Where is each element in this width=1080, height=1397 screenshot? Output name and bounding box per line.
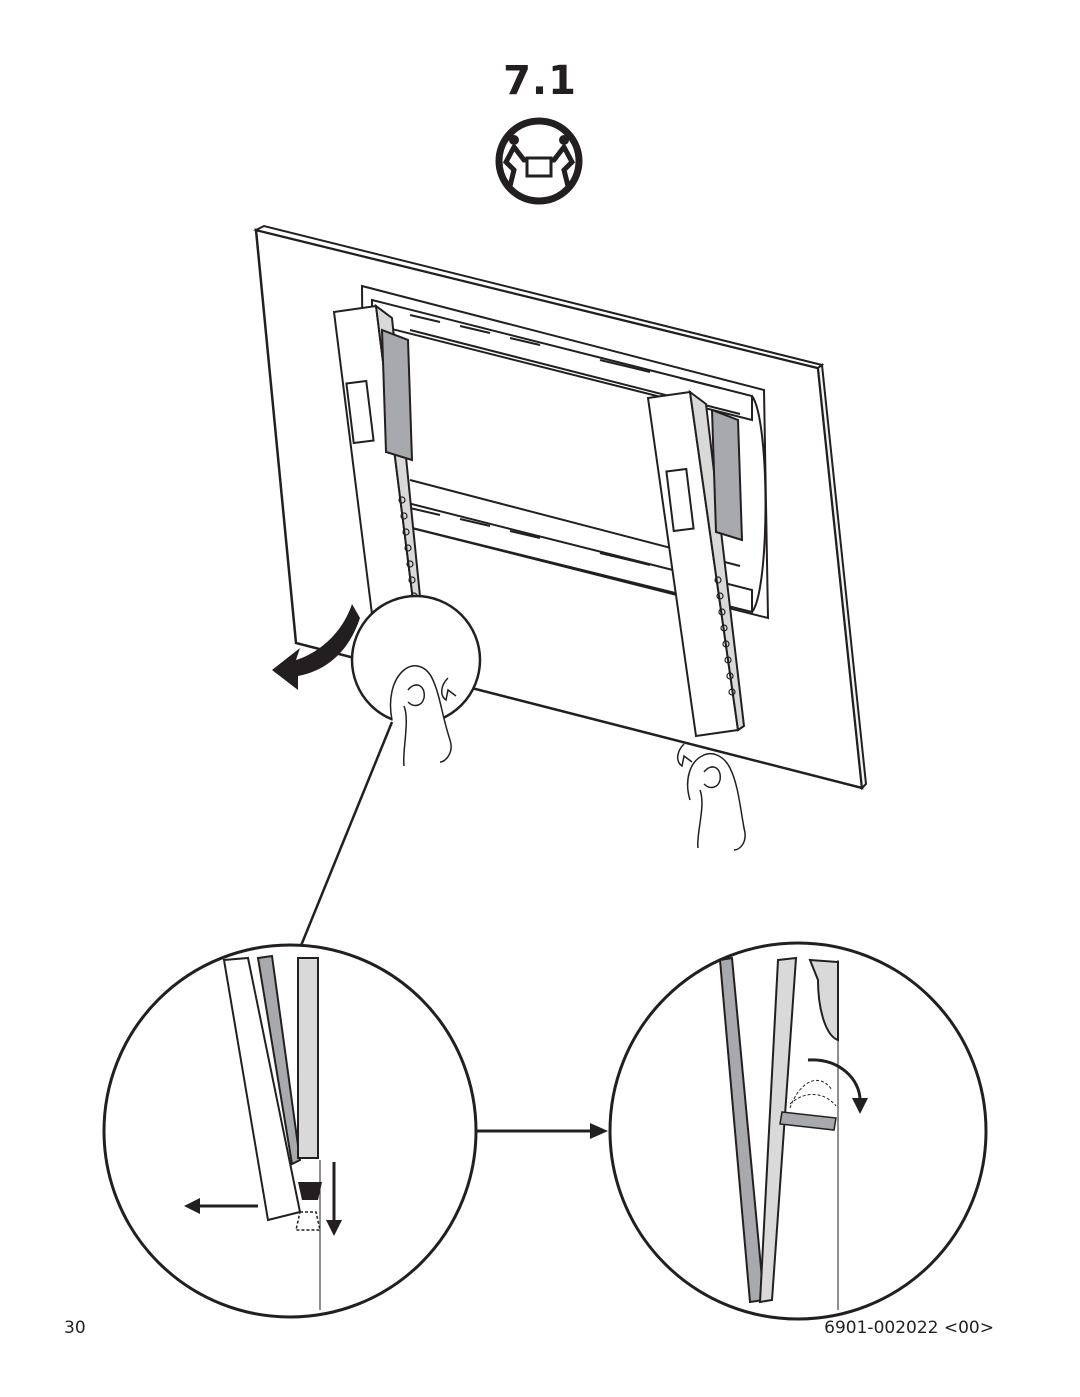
tilt-arrow-icon [272,604,360,690]
document-code: 6901-002022 <00> [824,1318,994,1338]
right-bracket [646,389,746,738]
page-number: 30 [64,1318,86,1338]
left-hand [389,665,457,767]
two-person-lift-icon [495,117,583,205]
step-number: 7.1 [503,58,577,104]
left-bracket [332,303,426,648]
detail-circle-locked [608,941,988,1321]
right-hand [677,743,746,851]
detail-circle-release [102,943,478,1319]
connector-arrow [476,1123,608,1139]
